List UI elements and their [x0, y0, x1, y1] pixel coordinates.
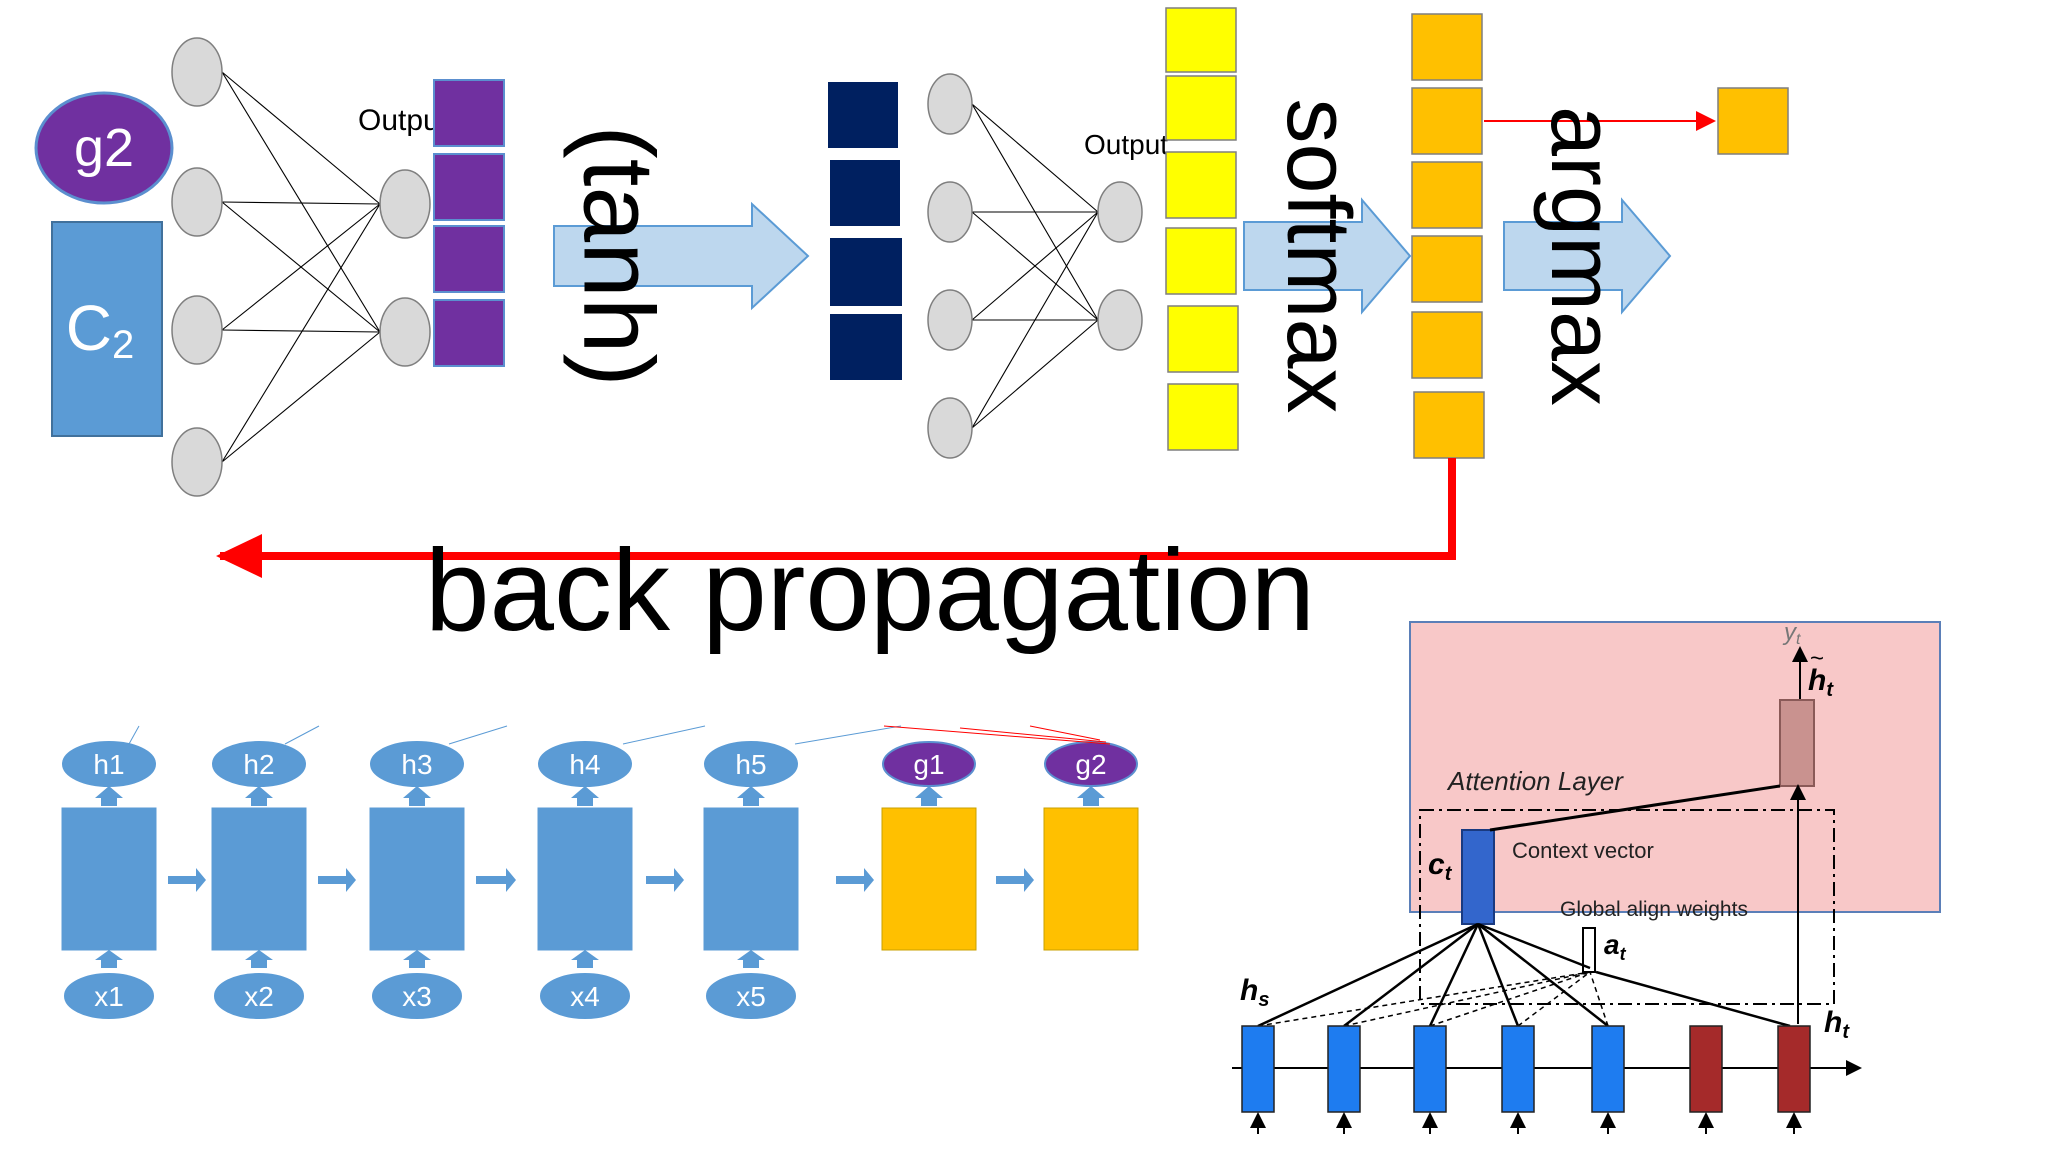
neural-network-2: [927, 73, 1143, 459]
rnn-output-label: h3: [401, 749, 432, 780]
net-input-node: [927, 289, 973, 351]
net-output-node: [1097, 289, 1143, 351]
softmax-arrow: [1243, 197, 1412, 315]
rnn-output-node: [538, 741, 632, 787]
ht-tilde-label: ht: [1808, 664, 1834, 701]
output-label-2: Output: [1084, 129, 1168, 160]
rnn-output-label: h2: [243, 749, 274, 780]
rnn-cell: [369, 807, 465, 951]
neural-network-1: [171, 37, 431, 497]
rnn-input-label: x4: [570, 981, 600, 1012]
yt-label: yt: [1782, 619, 1801, 648]
rnn-input-node: [372, 973, 462, 1019]
attention-rnn-block: [1777, 1025, 1811, 1113]
navy-vector: [828, 82, 902, 380]
svg-text:~: ~: [1810, 645, 1824, 672]
argmax-arrow: [1503, 197, 1672, 315]
rnn-output-label: h5: [735, 749, 766, 780]
back-propagation-arrowhead: [216, 534, 262, 578]
net-output-node: [379, 297, 431, 367]
rnn-output-label: g2: [1075, 749, 1106, 780]
g2-top-label: g2: [74, 118, 134, 178]
rnn-input-node: [64, 973, 154, 1019]
tanh-label: (tanh): [563, 125, 675, 386]
rnn-input-label: x1: [94, 981, 124, 1012]
net-input-node: [171, 37, 223, 107]
purple-output-vector: [433, 79, 505, 367]
rnn-output-node: [212, 741, 306, 787]
context-vector-label: Context vector: [1512, 838, 1654, 863]
attention-rnn-block: [1327, 1025, 1361, 1113]
yellow-vector: [1165, 7, 1239, 451]
context-vector-block: [1461, 829, 1495, 925]
global-align-weights-label: Global align weights: [1560, 898, 1748, 921]
g2-ellipse-top: [34, 91, 174, 205]
rnn-output-label: h1: [93, 749, 124, 780]
rnn-output-node: [704, 741, 798, 787]
at-label: at: [1604, 929, 1627, 964]
c2-label: C2: [66, 292, 134, 367]
back-propagation-line: [220, 458, 1456, 560]
rnn-input-node: [214, 973, 304, 1019]
net-input-node: [927, 181, 973, 243]
rnn-input-label: x2: [244, 981, 274, 1012]
softmax-label: softmax: [1268, 98, 1368, 413]
rnn-output-node: [370, 741, 464, 787]
rnn-output-label: g1: [913, 749, 944, 780]
net-input-node: [171, 167, 223, 237]
attention-rnn-block: [1689, 1025, 1723, 1113]
ct-label: ct: [1428, 848, 1453, 885]
encoder-decoder-chain: h1 x1 h2 x2 h3 x3 h4 x4 h5 x5 g1 g2: [61, 725, 1139, 1019]
rnn-cell: [537, 807, 633, 951]
attention-rnn-block: [1241, 1025, 1275, 1113]
attention-rnn-blocks: [1232, 922, 1862, 1134]
ht-tilde-block: [1779, 699, 1815, 787]
rnn-cell: [703, 807, 799, 951]
attention-layer-title: Attention Layer: [1446, 766, 1624, 796]
ht-label: ht: [1824, 1006, 1850, 1043]
rnn-output-label: h4: [569, 749, 600, 780]
attention-rnn-block: [1413, 1025, 1447, 1113]
attention-layer-box: [1409, 621, 1941, 913]
rnn-input-label: x5: [736, 981, 766, 1012]
rnn-cell: [61, 807, 157, 951]
attention-rnn-block: [1591, 1025, 1625, 1113]
c2-block: [51, 221, 163, 437]
net-input-node: [927, 73, 973, 135]
hs-label: hs: [1240, 974, 1269, 1011]
tanh-arrow: [553, 201, 810, 311]
rnn-cell: [1043, 807, 1139, 951]
rnn-input-node: [706, 973, 796, 1019]
argmax-output-square: [1717, 87, 1789, 155]
rnn-input-label: x3: [402, 981, 432, 1012]
net-input-node: [171, 295, 223, 365]
rnn-output-node: [62, 741, 156, 787]
attention-dashed-frame: [1419, 809, 1835, 1005]
rnn-output-node: [882, 741, 976, 787]
net-output-node: [379, 169, 431, 239]
rnn-cell: [211, 807, 307, 951]
argmax-label: argmax: [1532, 106, 1632, 406]
orange-vector: [1411, 13, 1485, 459]
back-propagation-label: back propagation: [425, 525, 1315, 655]
rnn-input-node: [540, 973, 630, 1019]
net-input-node: [927, 397, 973, 459]
attention-rnn-block: [1501, 1025, 1535, 1113]
net-output-node: [1097, 181, 1143, 243]
net-input-node: [171, 427, 223, 497]
rnn-cell: [881, 807, 977, 951]
attention-diagram: yt ht ~ Attention Layer Context vector c…: [1232, 619, 1941, 1134]
